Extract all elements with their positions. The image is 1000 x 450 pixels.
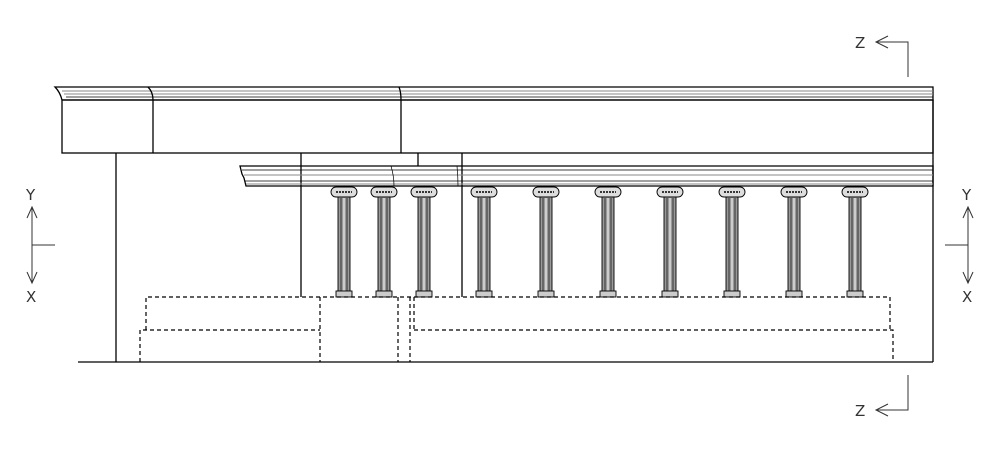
axis-label-x: X <box>26 288 36 306</box>
ionic-column <box>370 186 398 298</box>
walls <box>78 100 934 363</box>
column-base <box>375 290 393 298</box>
ionic-column <box>780 186 808 298</box>
ionic-column <box>532 186 560 298</box>
axis-indicator-left: Y X <box>25 186 55 306</box>
column-base <box>475 290 493 298</box>
section-marker-top: Z <box>855 34 909 77</box>
hidden-plinths <box>139 296 894 362</box>
axis-label-x: X <box>962 288 972 306</box>
ionic-column <box>656 186 684 298</box>
ionic-column <box>841 186 869 298</box>
column-base <box>785 290 803 298</box>
ionic-column <box>718 186 746 298</box>
section-label-top: Z <box>855 34 865 52</box>
column-row <box>330 186 869 298</box>
column-base <box>661 290 679 298</box>
column-base <box>415 290 433 298</box>
ionic-column <box>410 186 438 298</box>
section-label-bottom: Z <box>855 402 865 420</box>
column-base <box>537 290 555 298</box>
ionic-column <box>330 186 358 298</box>
ionic-column <box>470 186 498 298</box>
column-base <box>335 290 353 298</box>
column-base <box>599 290 617 298</box>
column-base <box>846 290 864 298</box>
axis-label-y: Y <box>961 186 972 204</box>
upper-entablature <box>53 86 934 154</box>
ionic-column <box>594 186 622 298</box>
section-marker-bottom: Z <box>855 375 909 420</box>
axis-label-y: Y <box>25 186 36 204</box>
lower-entablature <box>239 165 934 187</box>
axis-indicator-right: Y X <box>945 186 974 306</box>
column-base <box>723 290 741 298</box>
